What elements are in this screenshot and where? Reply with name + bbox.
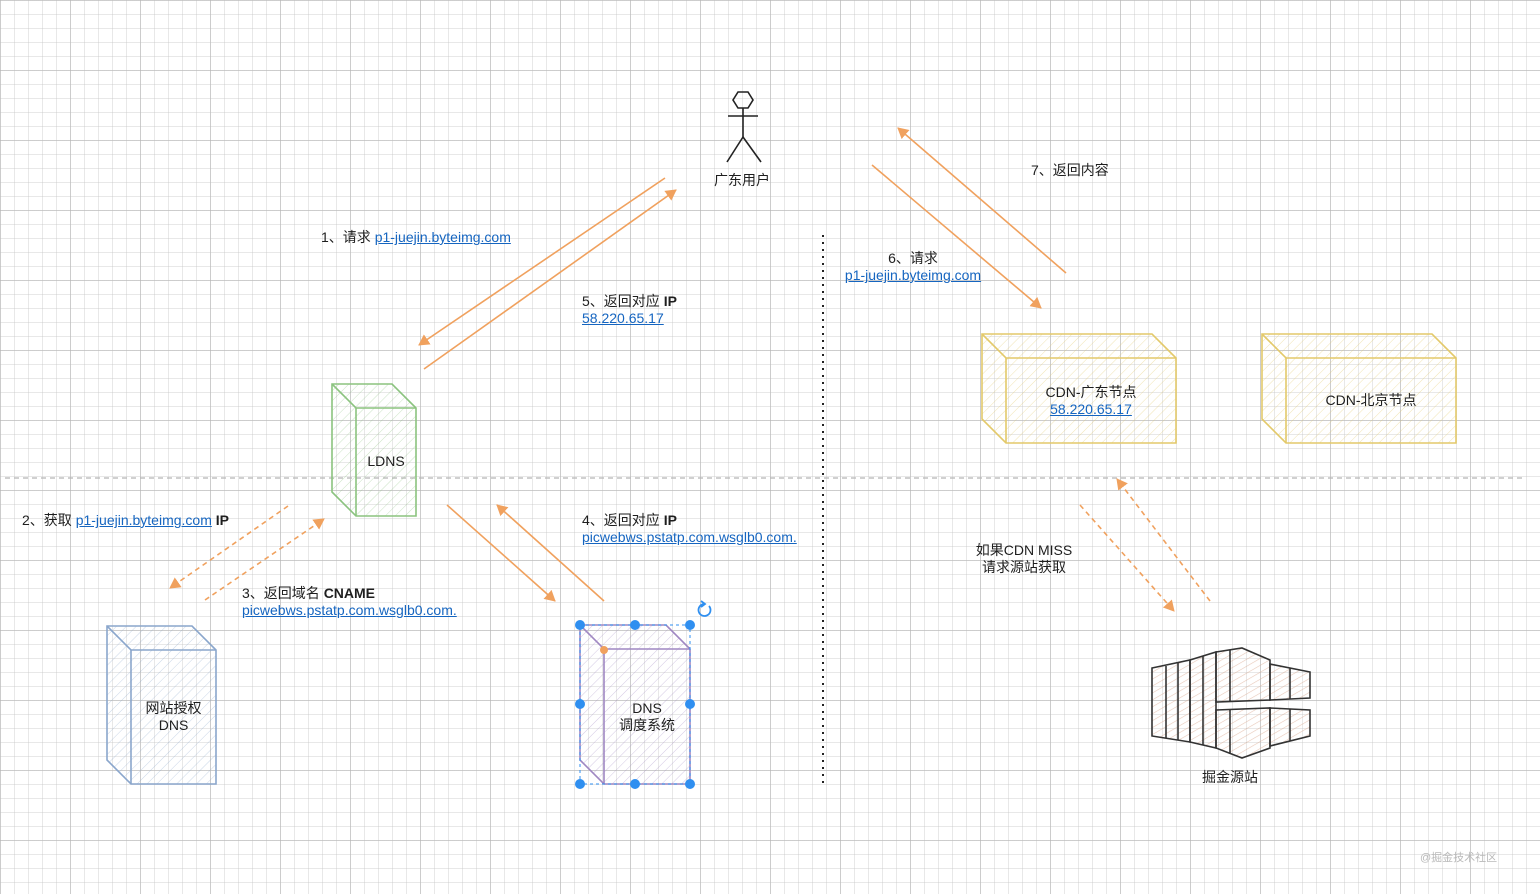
step3-prefix: 3、返回域名 <box>242 585 324 601</box>
step4-bold: IP <box>663 512 677 528</box>
cdn-miss-line2: 请求源站获取 <box>982 559 1066 575</box>
arrow-miss-out <box>1079 504 1175 612</box>
cdn-miss-line1: 如果CDN MISS <box>975 542 1073 558</box>
step2-suffix: IP <box>211 512 229 528</box>
auth-dns-line1: 网站授权 <box>145 700 202 716</box>
rotate-handle-icon[interactable] <box>697 600 712 617</box>
arrow-step4-out <box>446 504 556 602</box>
arrow-step6 <box>871 164 1042 309</box>
cdn-guangdong-ip[interactable]: 58.220.65.17 <box>1050 401 1132 417</box>
ldns-label: LDNS <box>367 453 405 469</box>
step6-label: 6、请求 p1-juejin.byteimg.com <box>840 250 986 284</box>
cdn-guangdong-label: CDN-广东节点 58.220.65.17 <box>1006 384 1176 418</box>
arrow-step4-back <box>496 504 605 602</box>
step4-prefix: 4、返回对应 <box>582 512 664 528</box>
arrow-miss-back <box>1116 478 1211 602</box>
arrow-step5 <box>423 189 677 370</box>
arrows <box>169 127 1211 612</box>
step2-link[interactable]: p1-juejin.byteimg.com <box>75 512 212 528</box>
step3-link[interactable]: picwebws.pstatp.com.wsglb0.com. <box>242 602 457 618</box>
step5-prefix: 5、返回对应 <box>582 293 664 309</box>
cdn-beijing-box[interactable] <box>1261 333 1457 444</box>
auth-dns-box[interactable] <box>106 625 217 785</box>
origin-label: 掘金源站 <box>1202 769 1258 785</box>
step1-link[interactable]: p1-juejin.byteimg.com <box>374 229 511 245</box>
step2-label: 2、获取 p1-juejin.byteimg.com IP <box>22 512 229 529</box>
step5-link[interactable]: 58.220.65.17 <box>582 310 664 326</box>
auth-dns-label: 网站授权 DNS <box>131 700 216 734</box>
arrow-step7 <box>897 127 1067 274</box>
cdn-miss-note: 如果CDN MISS 请求源站获取 <box>964 542 1084 576</box>
watermark: @掘金技术社区 <box>1420 852 1498 864</box>
arrow-step3 <box>204 518 325 601</box>
arrow-step2 <box>169 505 289 589</box>
user-figure-icon <box>726 91 762 163</box>
step5-label: 5、返回对应 IP 58.220.65.17 <box>582 293 677 327</box>
step2-prefix: 2、获取 <box>22 512 76 528</box>
ldns-box[interactable] <box>331 383 417 517</box>
auth-dns-line2: DNS <box>158 717 189 733</box>
step3-bold: CNAME <box>323 585 376 601</box>
origin-server-icon[interactable] <box>1151 647 1311 759</box>
dns-scheduler-line1: DNS <box>632 700 662 716</box>
step3-label: 3、返回域名 CNAME picwebws.pstatp.com.wsglb0.… <box>242 585 457 619</box>
step1-prefix: 1、请求 <box>321 229 375 245</box>
selection-handles[interactable] <box>575 620 695 789</box>
dns-scheduler-label: DNS 调度系统 <box>604 700 690 734</box>
step4-link[interactable]: picwebws.pstatp.com.wsglb0.com. <box>582 529 797 545</box>
cdn-guangdong-box[interactable] <box>981 333 1177 444</box>
arrow-step1 <box>418 177 666 346</box>
step5-bold: IP <box>663 293 677 309</box>
step7-label: 7、返回内容 <box>1031 162 1109 178</box>
dns-scheduler-line2: 调度系统 <box>619 717 675 733</box>
step6-link[interactable]: p1-juejin.byteimg.com <box>844 267 982 283</box>
cdn-beijing-label: CDN-北京节点 <box>1325 392 1417 408</box>
step1-label: 1、请求 p1-juejin.byteimg.com <box>321 229 511 246</box>
user-label: 广东用户 <box>714 172 770 188</box>
cdn-guangdong-line1: CDN-广东节点 <box>1045 384 1137 400</box>
step6-prefix: 6、请求 <box>888 250 938 266</box>
step4-label: 4、返回对应 IP picwebws.pstatp.com.wsglb0.com… <box>582 512 797 546</box>
